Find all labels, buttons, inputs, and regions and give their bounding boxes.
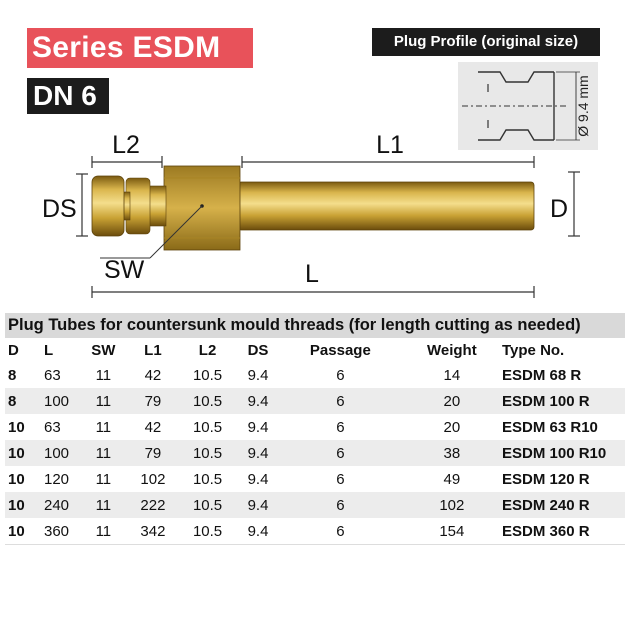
cell-l2: 10.5 — [178, 414, 237, 440]
d-label: D — [550, 195, 568, 223]
cell-d: 8 — [5, 362, 38, 388]
cell-ds: 9.4 — [236, 362, 280, 388]
spec-table: D L SW L1 L2 DS Passage Weight Type No. … — [5, 338, 625, 545]
cell-ds: 9.4 — [236, 492, 280, 518]
cell-d: 10 — [5, 440, 38, 466]
cell-l2: 10.5 — [178, 466, 237, 492]
cell-l: 63 — [38, 414, 79, 440]
col-header-weight: Weight — [427, 341, 477, 359]
cell-l: 120 — [38, 466, 79, 492]
cell-sw: 11 — [79, 440, 128, 466]
cell-weight: 102 — [401, 492, 502, 518]
cell-l: 100 — [38, 440, 79, 466]
col-header-l1: L1 — [144, 341, 162, 359]
cell-l2: 10.5 — [178, 440, 237, 466]
l-label: L — [305, 260, 319, 288]
cell-l1: 342 — [127, 518, 179, 545]
cell-weight: 38 — [401, 440, 502, 466]
cell-ds: 9.4 — [236, 518, 280, 545]
cell-passage: 6 — [279, 492, 402, 518]
plug-profile-title: Plug Profile (original size) — [372, 28, 600, 56]
dn-label: DN 6 — [27, 78, 109, 114]
ds-label: DS — [42, 195, 77, 223]
col-header-passage: Passage — [309, 341, 371, 359]
cell-ds: 9.4 — [236, 440, 280, 466]
cell-ds: 9.4 — [236, 388, 280, 414]
cell-l2: 10.5 — [178, 388, 237, 414]
cell-passage: 6 — [279, 466, 402, 492]
cell-d: 10 — [5, 466, 38, 492]
sw-leader-line — [149, 205, 203, 259]
cell-passage: 6 — [279, 414, 402, 440]
cell-l: 63 — [38, 362, 79, 388]
cell-weight: 20 — [401, 414, 502, 440]
plug-tube — [91, 165, 535, 251]
cell-l1: 79 — [127, 388, 179, 414]
cell-l: 240 — [38, 492, 79, 518]
col-header-type-no: Type No. — [502, 341, 565, 359]
col-header-ds: DS — [247, 341, 269, 359]
cell-d: 10 — [5, 414, 38, 440]
cell-sw: 11 — [79, 466, 128, 492]
cell-sw: 11 — [79, 492, 128, 518]
cell-l: 360 — [38, 518, 79, 545]
cell-sw: 11 — [79, 362, 128, 388]
table-header-row: D L SW L1 L2 DS Passage Weight Type No. — [5, 338, 625, 362]
plug-tube-drawing: L2 L1 DS D SW L — [42, 131, 580, 298]
cell-l1: 42 — [127, 414, 179, 440]
cell-l: 100 — [38, 388, 79, 414]
cell-ds: 9.4 — [236, 466, 280, 492]
cell-l2: 10.5 — [178, 518, 237, 545]
cell-sw: 11 — [79, 388, 128, 414]
cell-d: 8 — [5, 388, 38, 414]
cell-passage: 6 — [279, 440, 402, 466]
cell-type-no: ESDM 63 R10 — [502, 414, 625, 440]
col-header-l2: L2 — [198, 341, 217, 359]
profile-diameter-label: Ø 9.4 mm — [575, 75, 591, 136]
cell-weight: 49 — [401, 466, 502, 492]
col-header-l: L — [44, 341, 54, 359]
cell-l1: 42 — [127, 362, 179, 388]
cell-type-no: ESDM 120 R — [502, 466, 625, 492]
l2-label: L2 — [112, 131, 140, 159]
plug-profile-box: Ø 9.4 mm — [458, 62, 598, 150]
cell-type-no: ESDM 68 R — [502, 362, 625, 388]
cell-d: 10 — [5, 518, 38, 545]
cell-passage: 6 — [279, 362, 402, 388]
cell-sw: 11 — [79, 414, 128, 440]
cell-type-no: ESDM 100 R — [502, 388, 625, 414]
cell-l1: 222 — [127, 492, 179, 518]
cell-passage: 6 — [279, 388, 402, 414]
plug-profile-drawing: Ø 9.4 mm — [462, 71, 591, 141]
cell-weight: 154 — [401, 518, 502, 545]
cell-l1: 102 — [127, 466, 179, 492]
cell-type-no: ESDM 100 R10 — [502, 440, 625, 466]
cell-type-no: ESDM 360 R — [502, 518, 625, 545]
cell-weight: 20 — [401, 388, 502, 414]
l1-label: L1 — [376, 131, 404, 159]
cell-ds: 9.4 — [236, 414, 280, 440]
sw-label: SW — [104, 256, 145, 284]
cell-passage: 6 — [279, 518, 402, 545]
cell-l2: 10.5 — [178, 362, 237, 388]
table-title: Plug Tubes for countersunk mould threads… — [5, 313, 625, 338]
cell-type-no: ESDM 240 R — [502, 492, 625, 518]
col-header-d: D — [8, 341, 19, 359]
cell-l1: 79 — [127, 440, 179, 466]
cell-d: 10 — [5, 492, 38, 518]
col-header-sw: SW — [91, 341, 116, 359]
series-title: Series ESDM — [27, 28, 253, 68]
cell-weight: 14 — [401, 362, 502, 388]
cell-l2: 10.5 — [178, 492, 237, 518]
cell-sw: 11 — [79, 518, 128, 545]
